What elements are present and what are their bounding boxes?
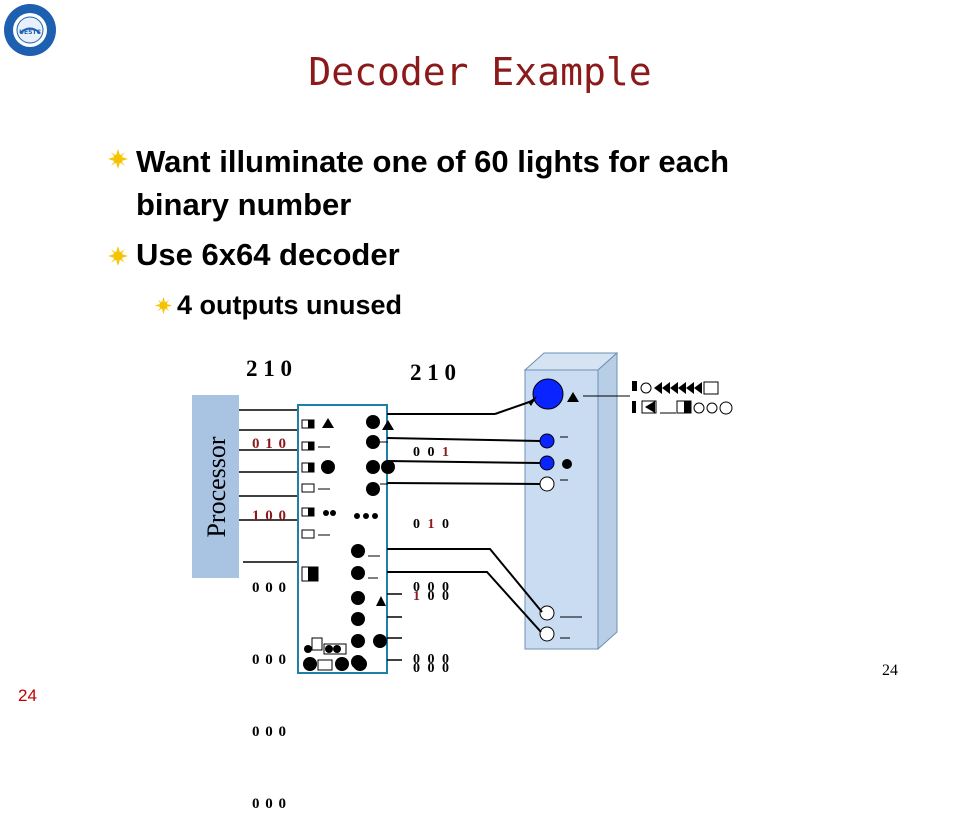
university-logo: UESTC xyxy=(2,2,58,58)
input-bit-rows: 0 1 0 1 0 0 0 0 0 0 0 0 0 0 0 0 0 0 xyxy=(252,384,287,840)
sub-bullet-1-text: 4 outputs unused xyxy=(177,290,402,320)
processor-block xyxy=(192,395,239,578)
light-2 xyxy=(539,455,555,471)
sun-bullet-icon xyxy=(108,246,128,266)
input-bit-header: 2 1 0 xyxy=(246,356,292,381)
light-59 xyxy=(539,605,555,621)
sun-bullet-icon xyxy=(108,149,128,169)
output-row: 0 0 0 xyxy=(413,652,451,667)
input-row: 0 0 0 xyxy=(252,796,287,812)
light-big xyxy=(532,378,564,410)
output-row: 0 0 0 xyxy=(413,661,451,676)
decoder-diagram xyxy=(192,351,733,674)
bullet-2-text: Use 6x64 decoder xyxy=(136,237,400,272)
output-row: 0 0 1 xyxy=(413,445,451,460)
light-panel xyxy=(524,369,599,650)
light-3 xyxy=(539,476,555,492)
output-bit-rows-bottom: 0 0 0 0 0 0 xyxy=(413,528,451,696)
output-bit-header: 2 1 0 xyxy=(410,360,456,385)
input-row: 0 1 0 xyxy=(252,436,287,452)
bullet-1-line-2: binary number xyxy=(136,187,352,222)
light-60 xyxy=(539,626,555,642)
input-row: 1 0 0 xyxy=(252,508,287,524)
input-row: 0 0 0 xyxy=(252,724,287,740)
output-row: 1 0 0 xyxy=(413,589,451,604)
slide-title: Decoder Example xyxy=(308,50,652,94)
svg-text:UESTC: UESTC xyxy=(19,29,41,36)
bullet-1-line-1: Want illuminate one of 60 lights for eac… xyxy=(136,144,730,179)
output-row: 0 1 0 xyxy=(413,517,451,532)
output-row: 0 0 0 xyxy=(413,580,451,595)
output-bit-rows-top: 0 0 1 0 1 0 1 0 0 0 0 0 xyxy=(413,393,451,705)
sun-bullet-icon xyxy=(155,297,172,314)
slide-number: 24 xyxy=(882,662,898,679)
light-1 xyxy=(539,433,555,449)
processor-label: Processor xyxy=(202,436,231,538)
input-row: 0 0 0 xyxy=(252,580,287,596)
input-row: 0 0 0 xyxy=(252,652,287,668)
slide-number-corner: 24 xyxy=(18,686,37,705)
